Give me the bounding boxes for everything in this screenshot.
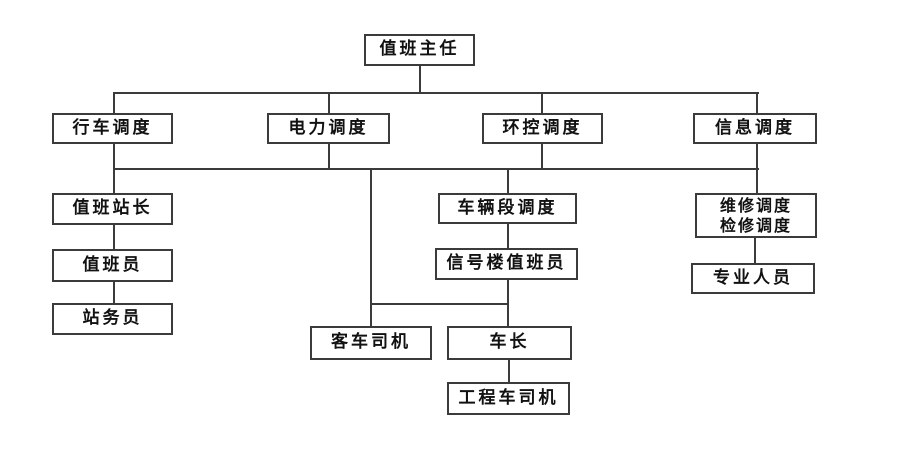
connector-level3-bus xyxy=(114,168,759,170)
connector-bus2-depot-dispatch xyxy=(507,168,509,193)
node-engineering-train-driver: 工程车司机 xyxy=(447,382,570,415)
node-maintenance-inspection-dispatch: 维修调度 检修调度 xyxy=(695,193,817,238)
connector-bus2-driver-drop xyxy=(370,168,372,326)
node-station-attendant: 站务员 xyxy=(52,303,173,335)
node-train-captain: 车长 xyxy=(447,326,572,360)
connector-director-drop xyxy=(419,66,421,92)
connector-captain-engineering xyxy=(508,360,510,382)
connector-driver-captain-join xyxy=(370,303,509,305)
node-passenger-train-driver: 客车司机 xyxy=(310,326,432,360)
node-depot-dispatch: 车辆段调度 xyxy=(438,193,577,224)
node-signal-tower-duty-officer: 信号楼值班员 xyxy=(435,248,578,280)
connector-train-dispatch-bus2 xyxy=(113,144,115,168)
connector-level2-bus xyxy=(114,92,759,94)
connector-power-dispatch-bus2 xyxy=(328,144,330,168)
connector-stationmaster-dutyofficer xyxy=(113,225,115,249)
node-duty-stationmaster: 值班站长 xyxy=(52,193,173,225)
connector-bus1-info-dispatch xyxy=(756,92,758,113)
node-environment-dispatch: 环控调度 xyxy=(482,113,603,144)
node-information-dispatch: 信息调度 xyxy=(693,113,817,144)
connector-info-dispatch-bus2 xyxy=(756,144,758,168)
node-duty-director: 值班主任 xyxy=(364,34,475,66)
connector-env-dispatch-bus2 xyxy=(541,144,543,168)
connector-maintenance-professional xyxy=(754,238,756,263)
node-duty-officer: 值班员 xyxy=(52,249,173,282)
connector-depot-signaltower xyxy=(507,224,509,248)
node-power-dispatch: 电力调度 xyxy=(267,113,390,144)
connector-bus1-power-dispatch xyxy=(328,92,330,113)
connector-bus2-maintenance xyxy=(756,168,758,193)
connector-bus1-env-dispatch xyxy=(541,92,543,113)
node-train-dispatch: 行车调度 xyxy=(52,113,173,144)
connector-dutyofficer-attendant xyxy=(113,282,115,303)
connector-bus1-train-dispatch xyxy=(113,92,115,113)
node-professional-staff: 专业人员 xyxy=(691,263,815,294)
connector-bus2-stationmaster xyxy=(113,168,115,193)
